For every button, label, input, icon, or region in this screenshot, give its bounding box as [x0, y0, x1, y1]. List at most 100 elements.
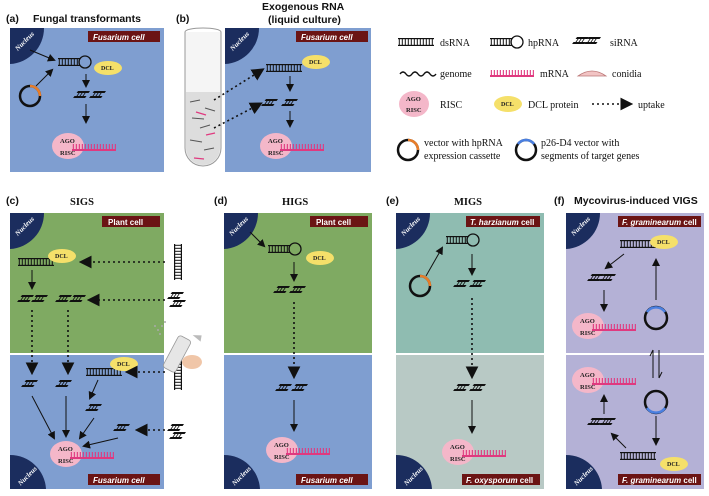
nucleus-d-top [224, 213, 259, 249]
risc-label-e: RISC [450, 456, 466, 463]
panel-c-letter: (c) [6, 195, 19, 207]
cell-tag-c-bottom-text: Fusarium cell [93, 476, 145, 485]
legend-dsrna: dsRNA [440, 38, 471, 49]
cell-tag-b-text: Fusarium cell [301, 33, 353, 42]
risc-f2 [572, 367, 604, 393]
cell-tag-e-bottom-text: F. oxysporum cell [466, 476, 533, 485]
panel-d: (d) HIGS Nucleus Nucleus Plant cell Fusa… [214, 195, 372, 489]
panel-a-title: Fungal transformants [33, 13, 141, 25]
risc-label-a: RISC [60, 150, 76, 157]
mrna-f2 [592, 378, 636, 385]
legend-risc: RISC [440, 100, 463, 111]
dcl-f2 [660, 457, 688, 471]
cell-tag-c-top-text: Plant cell [108, 218, 143, 227]
cell-tag-f-top-text: F. graminearum cell [622, 218, 697, 227]
cell-tag-a [88, 31, 160, 42]
cell-tag-a-text: Fusarium cell [93, 33, 145, 42]
cell-tag-d-top [310, 216, 368, 227]
legend-risc-glyph [399, 91, 429, 117]
cell-tag-d-bottom [296, 474, 368, 485]
cell-tag-f-top [618, 216, 701, 227]
dcl-f1 [650, 235, 678, 249]
culture-tube [184, 27, 222, 167]
ago-label-f1: AGO [580, 318, 595, 325]
dsrna-f2 [620, 452, 656, 460]
legend-p26-1: p26-D4 vector with [541, 138, 619, 149]
legend-mrna: mRNA [540, 69, 570, 80]
dsrna-c1 [18, 258, 54, 266]
risc-label-b: RISC [268, 150, 284, 157]
cell-tag-b [296, 31, 368, 42]
legend-risc-text: RISC [406, 107, 422, 114]
legend-dsrna-glyph [398, 38, 434, 46]
nucleus-e-bottom [396, 454, 432, 489]
nucleus-c-top [10, 213, 45, 249]
nucleus-f-bottom [566, 454, 602, 489]
panel-b-title-2: (liquid culture) [268, 14, 341, 26]
sirna-ext-3 [167, 424, 184, 431]
panel-c-title: SIGS [70, 197, 94, 208]
mrna-f1 [592, 324, 636, 331]
ago-label-d: AGO [274, 442, 289, 449]
panel-b-title-1: Exogenous RNA [262, 1, 345, 13]
sirna-ext-2 [169, 300, 186, 307]
sigs-external [154, 244, 202, 439]
legend-conidia-glyph [576, 70, 608, 77]
legend-vector-hp-1: vector with hpRNA [424, 138, 504, 149]
dcl-label-a: DCL [101, 66, 114, 72]
mrna-c [70, 452, 114, 459]
dcl-label-f1: DCL [657, 240, 670, 246]
legend-p26-2: segments of target genes [541, 151, 640, 162]
nucleus-e-top [396, 213, 431, 249]
legend-hprna-glyph [489, 35, 524, 49]
exchange-arrows [649, 349, 663, 379]
legend-uptake: uptake [638, 100, 665, 111]
dcl-label-c2: DCL [117, 362, 130, 368]
panel-a: (a) Fungal transformants Nucleus Fusariu… [6, 13, 164, 172]
panel-d-title: HIGS [282, 197, 308, 208]
risc-c [50, 441, 82, 467]
cell-tag-f-bottom [618, 474, 701, 485]
cell-tag-e-bottom [462, 474, 540, 485]
panel-b: (b) Exogenous RNA (liquid culture) Nucle… [176, 1, 371, 172]
dsrna-b [266, 64, 302, 72]
dcl-label-b: DCL [309, 60, 322, 66]
mrna-e [462, 450, 506, 457]
ago-label-f2: AGO [580, 372, 595, 379]
legend-genome-glyph [399, 71, 437, 77]
nucleus-b [225, 28, 260, 64]
nucleus-f-top [566, 213, 601, 249]
panel-b-letter: (b) [176, 13, 189, 25]
risc-label-f1: RISC [580, 330, 596, 337]
ago-label-b: AGO [268, 138, 283, 145]
mrna-b [280, 144, 324, 151]
legend-conidia: conidia [612, 69, 642, 80]
risc-label-f2: RISC [580, 384, 596, 391]
ago-label-e: AGO [450, 444, 465, 451]
legend: dsRNA hpRNA siRNA genome mRNA conidia AG… [396, 35, 665, 162]
panel-a-letter: (a) [6, 13, 19, 25]
spray-bottle-icon [154, 321, 202, 373]
nucleus-d-bottom [224, 454, 260, 489]
cell-tag-c-bottom [88, 474, 160, 485]
risc-d [266, 437, 298, 463]
dcl-a [94, 61, 122, 75]
risc-b [260, 133, 292, 159]
nucleus-c-bottom [10, 454, 46, 489]
risc-label-c: RISC [58, 458, 74, 465]
legend-sirna: siRNA [610, 38, 639, 49]
dcl-c1 [48, 249, 76, 263]
dcl-label-f2: DCL [667, 462, 680, 468]
dcl-d [306, 251, 334, 265]
cell-tag-f-bottom-text: F. graminearum cell [622, 476, 697, 485]
cell-tag-e-top-text: T. harzianum cell [470, 218, 534, 227]
legend-vector-hp-2: expression cassette [424, 151, 501, 162]
panel-f-title: Mycovirus-induced VIGS [574, 195, 698, 207]
panel-c: (c) SIGS Nucleus Nucleus Plant cell Fusa… [6, 195, 165, 489]
dcl-label-d: DCL [313, 256, 326, 262]
risc-a [52, 133, 84, 159]
ago-label-a: AGO [60, 138, 75, 145]
legend-genome: genome [440, 69, 472, 80]
sirna-ext-1 [167, 292, 184, 299]
legend-dcl-protein: DCL protein [528, 100, 578, 111]
